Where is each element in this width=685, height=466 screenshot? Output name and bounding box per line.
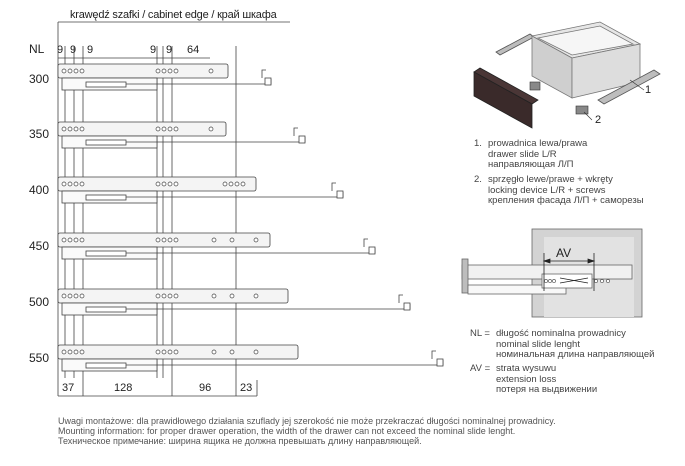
mounting-notes: Uwagi montażowe: dla prawidłowego działa… xyxy=(58,416,678,446)
drawer-assembly-illustration xyxy=(473,21,661,129)
legend-term-nl: NL = długość nominalna prowadnicy nomina… xyxy=(470,328,680,361)
legend-term-nl-ru: номинальная длина направляющей xyxy=(496,349,655,360)
legend-part-1-pl: prowadnica lewa/prawa xyxy=(488,138,588,149)
bottom-dim-128: 128 xyxy=(114,382,133,394)
av-detail-drawing xyxy=(461,228,643,318)
legend-part-1-ru: направляющая Л/П xyxy=(488,159,574,170)
legend-term-av-ru: потеря на выдвижении xyxy=(496,384,598,395)
legend-part-2-number: 2. xyxy=(474,174,482,185)
nl-value-400: 400 xyxy=(29,183,50,197)
slide-part-right xyxy=(597,69,661,105)
slide-300 xyxy=(57,63,272,91)
top-dim-64: 64 xyxy=(187,44,200,56)
slide-450 xyxy=(57,232,376,260)
callout-number-2: 2 xyxy=(595,114,602,126)
legend-part-1-en: drawer slide L/R xyxy=(488,148,557,160)
nl-header-label: NL xyxy=(29,42,45,56)
mounting-note-pl: Uwagi montażowe: dla prawidłowego działa… xyxy=(58,416,556,426)
nl-value-500: 500 xyxy=(29,295,50,309)
legend-term-nl-pl: długość nominalna prowadnicy xyxy=(496,328,626,339)
top-dim-9-a: 9 xyxy=(57,44,64,56)
legend-term-av-pl: strata wysuwu xyxy=(496,363,557,374)
slides-drawing xyxy=(57,21,444,397)
slide-550 xyxy=(57,344,444,372)
drawer-box xyxy=(530,21,642,99)
nl-value-300: 300 xyxy=(29,72,50,86)
legend-part-2-ru: крепления фасада Л/П + саморезы xyxy=(488,195,644,206)
legend-part-1: 1. prowadnica lewa/prawa drawer slide L/… xyxy=(474,138,674,171)
legend-term-nl-key: NL = xyxy=(470,328,490,339)
legend-part-2: 2. sprzęgło lewe/prawe + wkręty locking … xyxy=(474,174,679,207)
legend-term-av: AV = strata wysuwu extension loss потеря… xyxy=(470,363,680,396)
cabinet-edge-label: krawędź szafki / cabinet edge / край шка… xyxy=(70,9,277,21)
drawer-front-panel xyxy=(473,67,539,129)
legend-term-av-en: extension loss xyxy=(496,373,557,385)
top-dim-9-c: 9 xyxy=(87,44,94,56)
slide-400 xyxy=(57,176,344,204)
slide-part-left xyxy=(495,33,535,56)
mounting-note-ru: Техническое примечание: ширина ящика не … xyxy=(58,436,422,446)
top-dim-9-b: 9 xyxy=(70,44,77,56)
legend-part-2-pl: sprzęgło lewe/prawe + wkręty xyxy=(488,174,613,185)
bottom-dim-37: 37 xyxy=(62,382,75,394)
legend-part-1-number: 1. xyxy=(474,138,482,149)
legend-part-2-en: locking device L/R + screws xyxy=(488,184,606,196)
av-dimension-label: AV xyxy=(556,246,572,260)
bottom-dim-96: 96 xyxy=(199,382,212,394)
top-dim-9-e: 9 xyxy=(166,44,173,56)
slide-500 xyxy=(57,288,411,316)
nl-value-350: 350 xyxy=(29,127,50,141)
mounting-note-en: Mounting information: for proper drawer … xyxy=(58,426,516,436)
bottom-dim-23: 23 xyxy=(240,382,253,394)
slide-350 xyxy=(57,121,306,149)
legend-term-nl-en: nominal slide lenght xyxy=(496,338,580,350)
nl-value-550: 550 xyxy=(29,351,50,365)
nl-value-450: 450 xyxy=(29,239,50,253)
top-dim-9-d: 9 xyxy=(150,44,157,56)
legend-term-av-key: AV = xyxy=(470,363,491,374)
callout-number-1: 1 xyxy=(645,84,652,96)
locking-device xyxy=(529,81,589,115)
